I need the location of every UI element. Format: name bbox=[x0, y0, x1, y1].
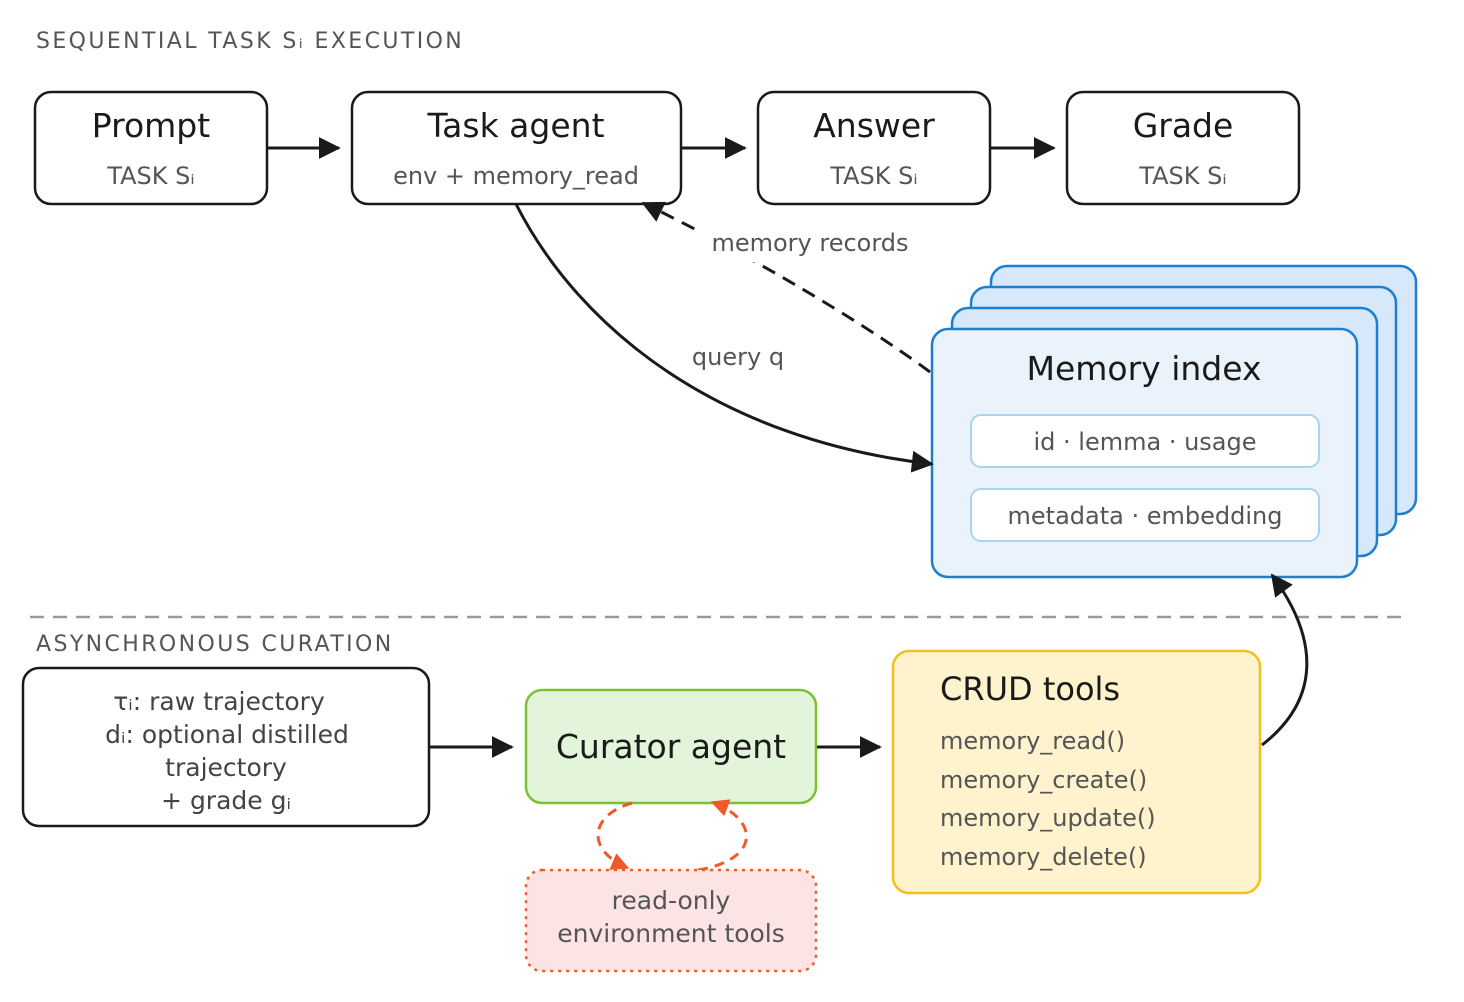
section-title-sequential: SEQUENTIAL TASK Sᵢ EXECUTION bbox=[36, 29, 464, 54]
task-agent-title: Task agent bbox=[426, 106, 604, 145]
query-label: query q bbox=[692, 343, 784, 371]
crud-item-delete: memory_delete() bbox=[940, 843, 1147, 871]
prompt-title: Prompt bbox=[92, 106, 210, 145]
curator-agent-node: Curator agent bbox=[524, 688, 818, 805]
readonly-line-1: read-only bbox=[612, 886, 731, 915]
task-agent-subtitle: env + memory_read bbox=[393, 162, 639, 190]
answer-title: Answer bbox=[813, 106, 935, 145]
label-bg-query bbox=[684, 341, 792, 375]
arrow-crud-to-memory-index bbox=[1261, 573, 1309, 747]
arrow-memory-records bbox=[641, 201, 931, 374]
memory-field-box-2 bbox=[970, 488, 1320, 542]
grade-subtitle: TASK Sᵢ bbox=[1138, 162, 1226, 190]
prompt-node: Prompt TASK Sᵢ bbox=[33, 90, 269, 206]
arrow-query bbox=[514, 203, 934, 473]
crud-item-create: memory_create() bbox=[940, 766, 1147, 794]
memory-field-2: metadata · embedding bbox=[1008, 502, 1283, 530]
crud-item-read: memory_read() bbox=[940, 727, 1125, 755]
answer-node: Answer TASK Sᵢ bbox=[756, 90, 992, 206]
arrow-curator-to-readonly bbox=[596, 801, 633, 870]
curator-agent-title: Curator agent bbox=[556, 727, 786, 766]
trajectory-line-2: dᵢ: optional distilled bbox=[105, 720, 349, 749]
section-title-async: ASYNCHRONOUS CURATION bbox=[36, 632, 394, 657]
arrow-readonly-to-curator bbox=[697, 799, 748, 872]
memory-records-label: memory records bbox=[711, 229, 908, 257]
trajectory-line-1: τᵢ: raw trajectory bbox=[113, 687, 325, 716]
answer-subtitle: TASK Sᵢ bbox=[829, 162, 917, 190]
prompt-subtitle: TASK Sᵢ bbox=[106, 162, 194, 190]
grade-node: Grade TASK Sᵢ bbox=[1065, 90, 1301, 206]
crud-tools-node: CRUD tools memory_read() memory_create()… bbox=[891, 649, 1262, 895]
readonly-tools-node: read-only environment tools bbox=[524, 868, 818, 973]
memory-field-1: id · lemma · usage bbox=[1034, 428, 1257, 456]
trajectory-line-3: trajectory bbox=[165, 753, 287, 782]
memory-index-title: Memory index bbox=[1027, 349, 1262, 388]
crud-tools-title: CRUD tools bbox=[940, 670, 1120, 708]
crud-item-update: memory_update() bbox=[940, 804, 1156, 832]
label-bg-memory-records bbox=[700, 226, 920, 262]
task-agent-node: Task agent env + memory_read bbox=[350, 90, 683, 206]
trajectory-line-4: + grade gᵢ bbox=[161, 786, 291, 815]
readonly-line-2: environment tools bbox=[557, 919, 785, 948]
memory-field-box-1 bbox=[970, 414, 1320, 468]
trajectory-node: τᵢ: raw trajectory dᵢ: optional distille… bbox=[21, 666, 431, 828]
memory-index-stack: Memory index id · lemma · usage metadata… bbox=[930, 264, 1418, 579]
grade-title: Grade bbox=[1133, 106, 1234, 145]
